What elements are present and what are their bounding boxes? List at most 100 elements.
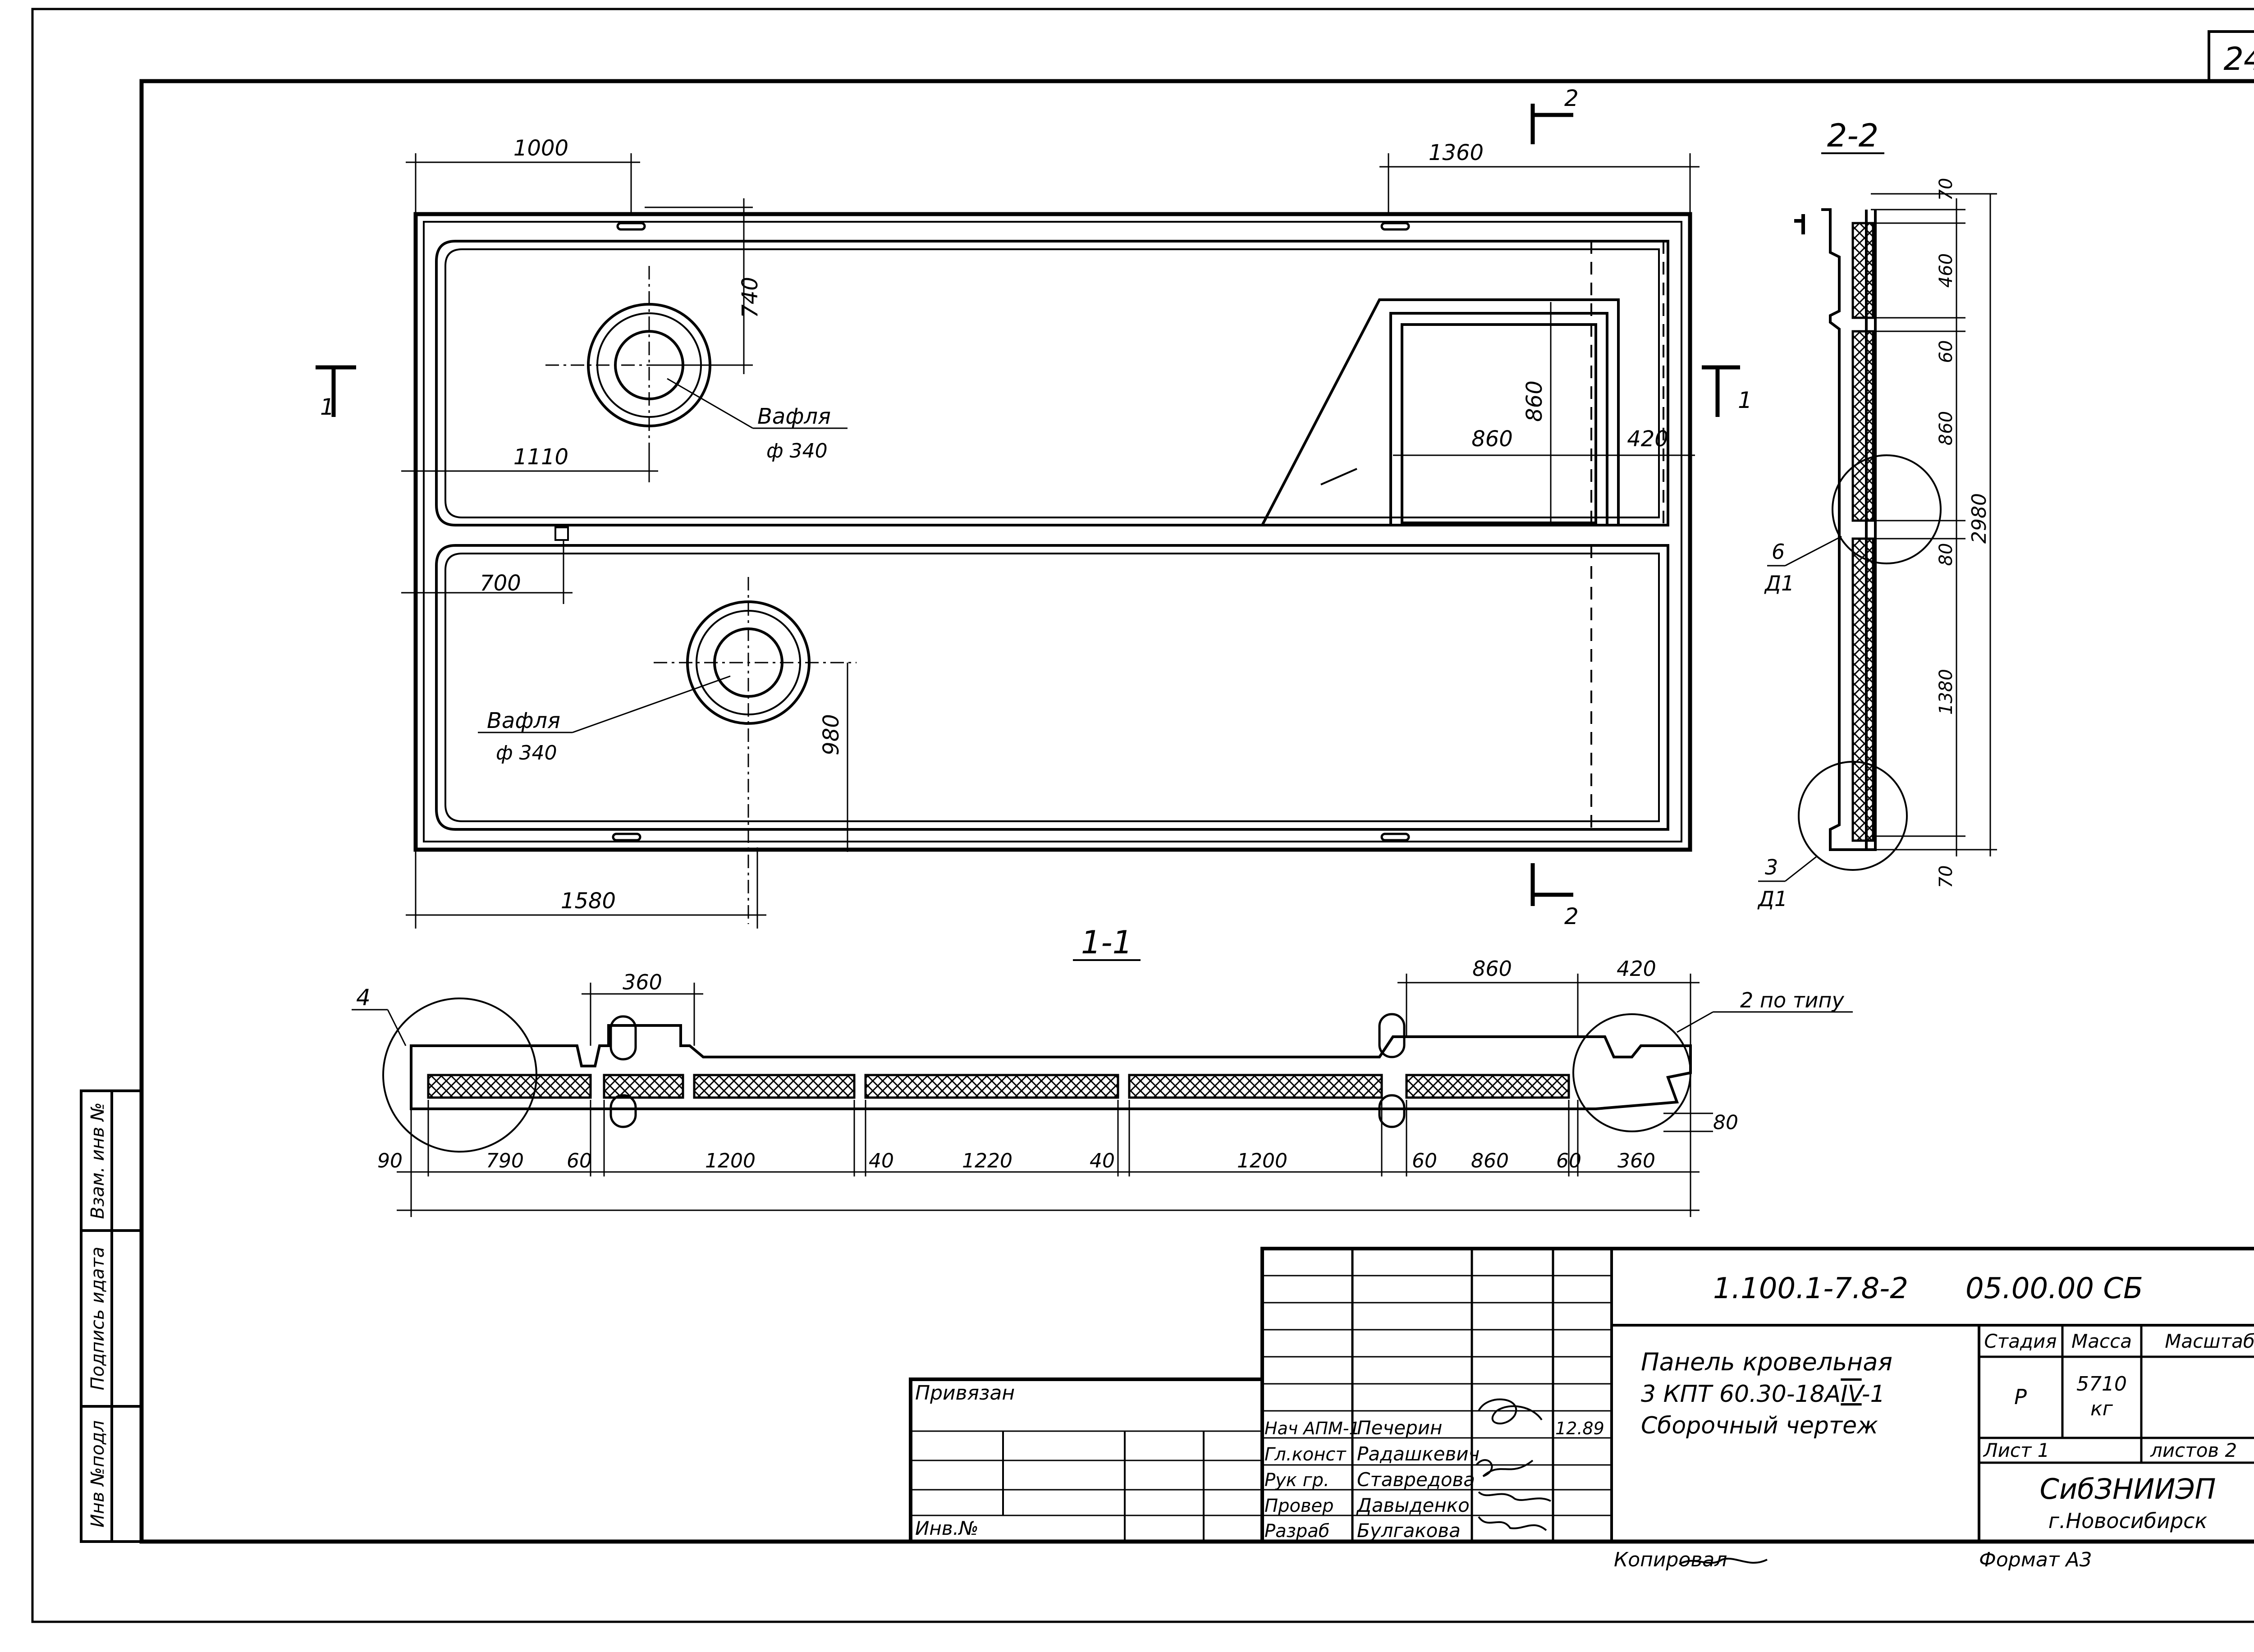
- dim-860-bottom: 860: [1471, 1149, 1509, 1172]
- dim-860-top: 860: [1472, 956, 1512, 981]
- name-1: Печерин: [1357, 1417, 1443, 1439]
- outer-frame: [31, 8, 2254, 1623]
- signature-copy: [1679, 1557, 1768, 1565]
- dim-980: 980: [819, 714, 844, 755]
- inv-label: Инв.№: [915, 1517, 979, 1539]
- section-1-1-outline: [410, 1024, 1692, 1110]
- doc-code-2: 05.00.00 СБ: [1965, 1272, 2143, 1305]
- section-2-2-title: 2-2: [1827, 117, 1878, 154]
- loop-section-4: [1378, 1094, 1406, 1128]
- name-4: Давыденко: [1356, 1494, 1470, 1516]
- name-2: Радашкевич: [1357, 1443, 1480, 1465]
- lower-rib-inner: [444, 553, 1660, 822]
- insulation-d: [864, 1074, 1119, 1099]
- node-3-sheet: Д1: [1757, 887, 1787, 911]
- role-5: Разраб: [1264, 1521, 1329, 1542]
- name-3: Ставредова: [1357, 1469, 1475, 1491]
- loop-section-2: [609, 1094, 637, 1128]
- doc-name-line2: 3 КПТ 60.30-18АIV-1: [1641, 1381, 1885, 1408]
- insulation-2: [1851, 330, 1874, 522]
- dim-60-b: 60: [1412, 1149, 1437, 1172]
- signature-4: [1478, 1516, 1547, 1531]
- dim-420: 420: [1627, 426, 1668, 452]
- insulation-b: [603, 1074, 684, 1099]
- opening-outer: [1389, 312, 1608, 526]
- node-4-label: 4: [356, 984, 371, 1011]
- loop-section-1: [609, 1015, 637, 1061]
- dim-1200-b: 1200: [1237, 1149, 1287, 1172]
- header-mass: Масса: [2071, 1330, 2132, 1352]
- dim-40-b: 40: [1090, 1149, 1115, 1172]
- section-mark-2-bottom: 2: [1564, 903, 1579, 929]
- role-1: Нач АПМ-1: [1264, 1419, 1360, 1438]
- section-mark-1-right: 1: [1738, 387, 1752, 413]
- node-6-number: 6: [1772, 540, 1785, 564]
- section-mark-2-top: 2: [1564, 85, 1579, 111]
- mass-unit: кг: [2090, 1397, 2113, 1420]
- dim-1000: 1000: [513, 136, 568, 161]
- dim-60-a: 60: [567, 1149, 592, 1172]
- inner-frame: [139, 79, 2254, 1544]
- signature-1: [1478, 1398, 1543, 1425]
- signature-3: [1478, 1491, 1551, 1502]
- opening-frame: [1261, 298, 1620, 526]
- plan-labels: 1000 1360 740 860 860 420 1110 700 980 1…: [320, 85, 1752, 929]
- dim-2980: 2980: [1968, 493, 1991, 544]
- node-6-circle: [1832, 454, 1942, 564]
- insulation-e: [1128, 1074, 1383, 1099]
- lower-rib: [435, 544, 1669, 831]
- opening: [1401, 323, 1597, 524]
- dim-1580: 1580: [561, 888, 616, 914]
- waffle-bottom-name: Вафля: [487, 708, 560, 733]
- doc-name-mark: 3 КПТ 60.30-18А: [1641, 1381, 1841, 1408]
- insulation-a: [427, 1074, 592, 1099]
- doc-name-line1: Панель кровельная: [1641, 1348, 1892, 1376]
- header-scale: Масштаб: [2165, 1330, 2254, 1352]
- page-number: 24: [2223, 41, 2254, 78]
- dim-360-top: 360: [623, 970, 662, 994]
- insulation-3: [1851, 537, 1874, 842]
- insulation-f: [1405, 1074, 1570, 1099]
- waffle-top-name: Вафля: [757, 404, 831, 429]
- dim-460: 460: [1936, 253, 1956, 288]
- org-city: г.Новосибирск: [2048, 1509, 2208, 1533]
- org-name: СибЗНИИЭП: [2040, 1473, 2216, 1506]
- section-2-2-outline: [1821, 208, 1877, 851]
- dim-40-a: 40: [869, 1149, 894, 1172]
- role-3: Рук гр.: [1264, 1470, 1329, 1491]
- stamp-inv-original: Инв №подл: [87, 1420, 108, 1528]
- dim-860-vertical: 860: [1522, 380, 1547, 422]
- section-mark-1-left: 1: [320, 394, 334, 420]
- insulation-c: [693, 1074, 856, 1099]
- dim-80: 80: [1936, 543, 1956, 566]
- dim-60: 60: [1936, 340, 1956, 363]
- loop-1: [616, 222, 646, 231]
- dim-860-section: 860: [1936, 411, 1956, 445]
- slope-line: [1261, 299, 1380, 526]
- upper-rib: [435, 240, 1669, 526]
- name-5: Булгакова: [1357, 1519, 1461, 1542]
- mass-value: 5710: [2076, 1373, 2127, 1396]
- dim-60-c: 60: [1556, 1149, 1581, 1172]
- node-3-number: 3: [1765, 855, 1778, 879]
- date-value: 12.89: [1555, 1419, 1604, 1438]
- waffle-top-size: ф 340: [766, 439, 828, 462]
- stamp-signature-date: Подпись идата: [87, 1247, 108, 1391]
- sheet-label: Лист 1: [1983, 1439, 2050, 1461]
- role-2: Гл.конст: [1264, 1444, 1347, 1465]
- upper-rib-inner: [444, 248, 1660, 518]
- dim-1200-a: 1200: [705, 1149, 756, 1172]
- loop-2: [1380, 222, 1410, 231]
- format-label: Формат А3: [1979, 1548, 2092, 1571]
- dim-360-bottom: 360: [1617, 1149, 1655, 1172]
- node-2-label: 2 по типу: [1740, 988, 1844, 1012]
- dim-90: 90: [377, 1149, 403, 1172]
- dim-420-top: 420: [1617, 956, 1656, 981]
- dim-70-bottom: 70: [1936, 865, 1956, 888]
- sheets-label: листов 2: [2150, 1439, 2237, 1461]
- title-block-text: 1.100.1-7.8-2 05.00.00 СБ Панель кровель…: [915, 1272, 2254, 1571]
- section-1-1-title: 1-1: [1081, 924, 1132, 961]
- dim-740: 740: [738, 277, 763, 318]
- doc-name-line3: Сборочный чертеж: [1641, 1412, 1878, 1439]
